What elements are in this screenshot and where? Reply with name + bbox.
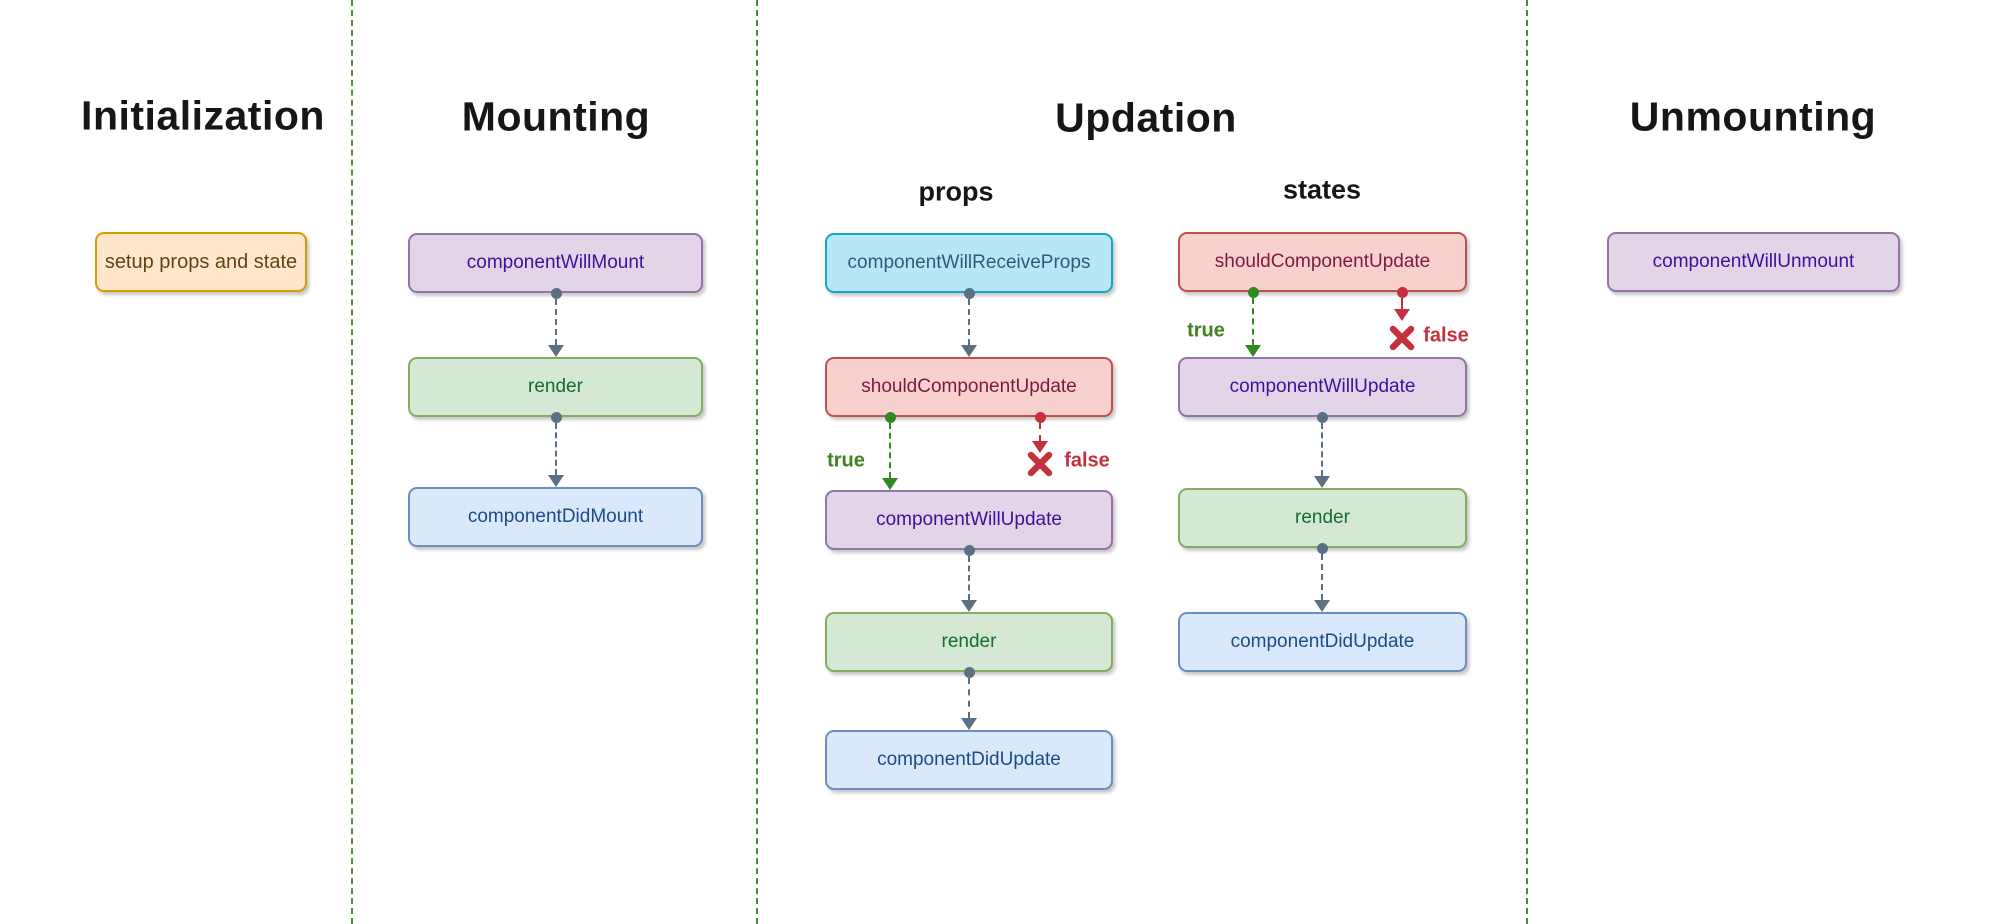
- flow-stem: [1321, 554, 1323, 600]
- arrowhead-down-icon: [961, 718, 977, 730]
- node-componentDidMount: componentDidMount: [408, 487, 703, 547]
- flow-stem: [1321, 423, 1323, 476]
- flow-arrow-render-to-didmount: [548, 412, 564, 487]
- section-title-updation: Updation: [1055, 94, 1237, 141]
- node-componentDidUpdate-states: componentDidUpdate: [1178, 612, 1467, 672]
- false-label-states: false: [1423, 324, 1469, 347]
- flow-dot: [1396, 287, 1408, 298]
- section-title-initialization: Initialization: [81, 92, 325, 139]
- flow-arrow-false-branch-states: [1394, 287, 1410, 321]
- node-render-mounting: render: [408, 357, 703, 417]
- node-componentWillUpdate-states: componentWillUpdate: [1178, 357, 1467, 417]
- flow-dot: [884, 412, 896, 423]
- arrowhead-down-icon: [961, 345, 977, 357]
- flow-arrow-true-branch-props: [882, 412, 898, 490]
- node-render-states: render: [1178, 488, 1467, 548]
- flow-dot: [1247, 287, 1259, 298]
- flow-stem: [889, 423, 891, 478]
- arrowhead-down-icon: [548, 345, 564, 357]
- flow-dot: [963, 288, 975, 299]
- arrowhead-down-icon: [1314, 600, 1330, 612]
- reject-x-icon-states: [1387, 323, 1417, 353]
- flow-stem: [968, 299, 970, 345]
- section-divider-initialization-mounting: [351, 0, 353, 924]
- arrowhead-down-icon: [1394, 309, 1410, 321]
- arrowhead-down-icon: [961, 600, 977, 612]
- flow-arrow-willupdate-to-render-states: [1314, 412, 1330, 488]
- node-componentWillUnmount: componentWillUnmount: [1607, 232, 1900, 292]
- flow-arrow-receiveprops-to-shouldupdate: [961, 288, 977, 357]
- flow-arrow-render-to-didupdate-states: [1314, 543, 1330, 612]
- flow-stem: [555, 299, 557, 345]
- flow-dot: [963, 545, 975, 556]
- flow-arrow-willmount-to-render: [548, 288, 564, 357]
- section-title-mounting: Mounting: [461, 93, 651, 140]
- node-componentWillMount: componentWillMount: [408, 233, 703, 293]
- node-componentWillUpdate-props: componentWillUpdate: [825, 490, 1113, 550]
- flow-dot: [1316, 412, 1328, 423]
- arrowhead-down-icon: [1245, 345, 1261, 357]
- flow-stem: [1039, 423, 1041, 441]
- flow-stem: [1252, 298, 1254, 345]
- node-shouldComponentUpdate-props: shouldComponentUpdate: [825, 357, 1113, 417]
- flow-stem: [968, 556, 970, 600]
- node-componentWillReceiveProps: componentWillReceiveProps: [825, 233, 1113, 293]
- section-divider-updation-unmounting: [1526, 0, 1528, 924]
- updation-subtitle-states: states: [1282, 174, 1362, 205]
- flow-arrow-willupdate-to-render-props: [961, 545, 977, 612]
- reject-x-icon-props: [1025, 449, 1055, 479]
- flow-dot: [550, 288, 562, 299]
- arrowhead-down-icon: [882, 478, 898, 490]
- flow-dot: [550, 412, 562, 423]
- flow-stem: [1401, 298, 1403, 309]
- flow-arrow-true-branch-states: [1245, 287, 1261, 357]
- flow-dot: [1316, 543, 1328, 554]
- arrowhead-down-icon: [1314, 476, 1330, 488]
- flow-dot: [1034, 412, 1046, 423]
- node-shouldComponentUpdate-states: shouldComponentUpdate: [1178, 232, 1467, 292]
- flow-dot: [963, 667, 975, 678]
- flow-arrow-false-branch-props: [1032, 412, 1048, 453]
- node-setup-props-and-state: setup props and state: [95, 232, 307, 292]
- node-componentDidUpdate-props: componentDidUpdate: [825, 730, 1113, 790]
- true-label-states: true: [1187, 319, 1225, 342]
- node-render-props: render: [825, 612, 1113, 672]
- flow-arrow-render-to-didupdate-props: [961, 667, 977, 730]
- section-title-unmounting: Unmounting: [1629, 93, 1877, 140]
- true-label-props: true: [827, 449, 865, 472]
- arrowhead-down-icon: [1032, 441, 1048, 453]
- false-label-props: false: [1064, 449, 1110, 472]
- section-divider-mounting-updation: [756, 0, 758, 924]
- flow-stem: [968, 678, 970, 718]
- updation-subtitle-props: props: [918, 176, 994, 207]
- arrowhead-down-icon: [548, 475, 564, 487]
- flow-stem: [555, 423, 557, 475]
